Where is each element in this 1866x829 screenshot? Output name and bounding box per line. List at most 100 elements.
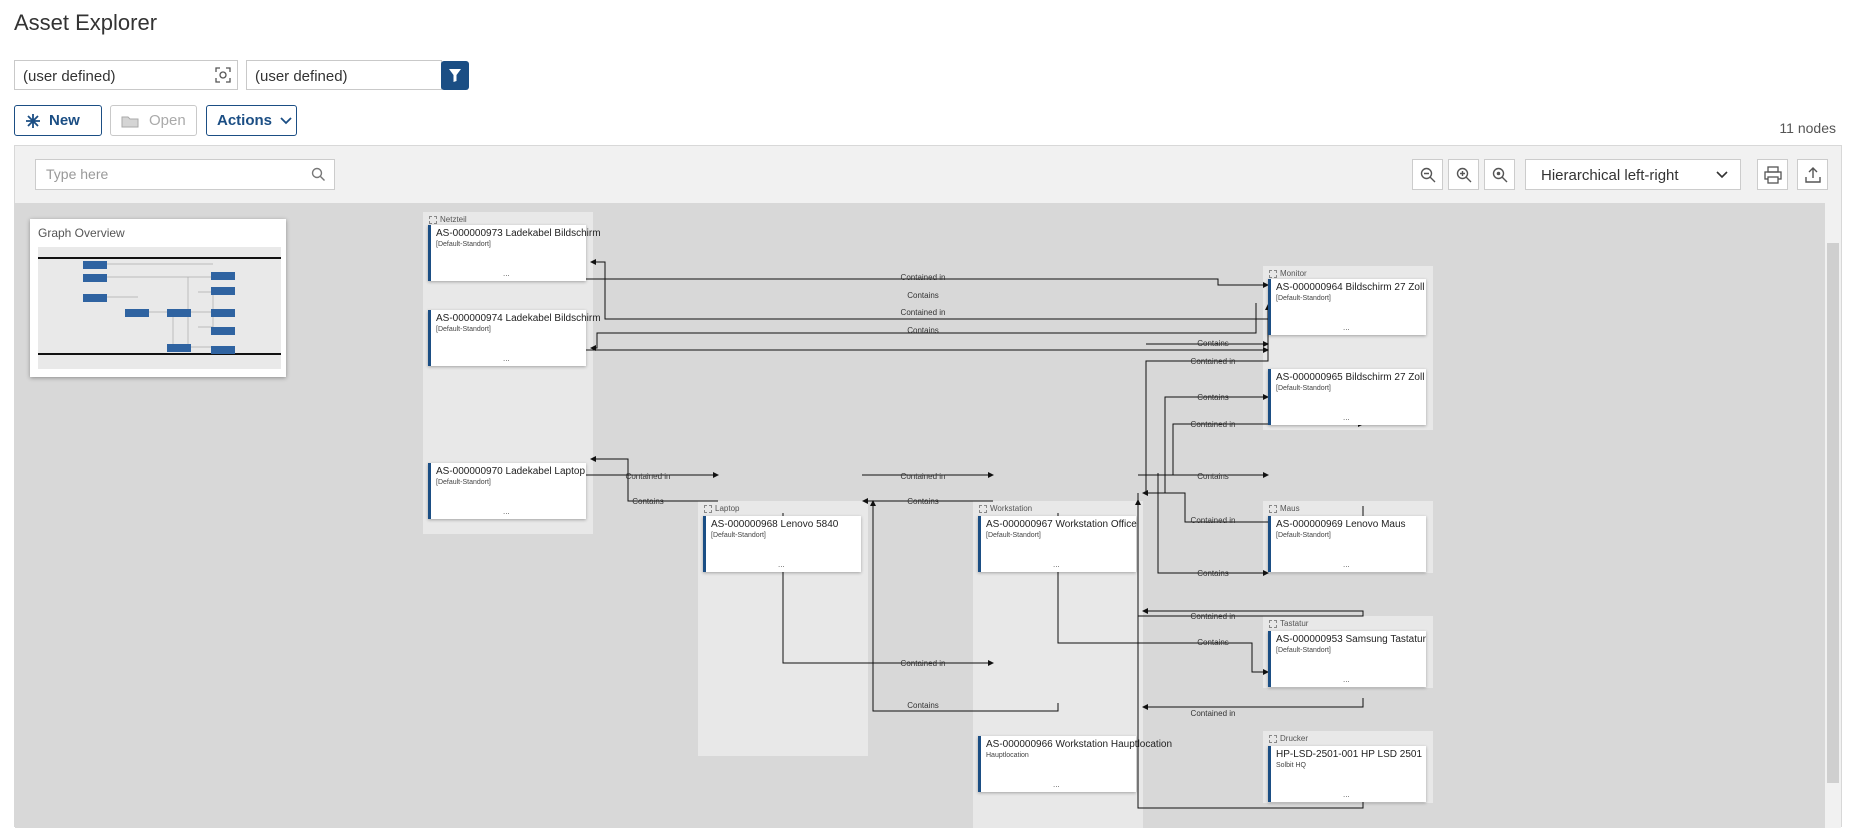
- node-title: HP-LSD-2501-001 HP LSD 2501: [1276, 749, 1423, 760]
- node-more[interactable]: ...: [503, 354, 510, 363]
- group-laptop-label: Laptop: [704, 504, 739, 513]
- node-as-000000970[interactable]: AS-000000970 Ladekabel Laptop [Default-S…: [428, 463, 586, 519]
- node-title: AS-000000974 Ladekabel Bildschirm: [436, 313, 601, 324]
- group-collapse-icon[interactable]: [1269, 734, 1277, 743]
- node-as-000000973[interactable]: AS-000000973 Ladekabel Bildschirm [Defau…: [428, 225, 601, 281]
- node-more[interactable]: ...: [503, 507, 510, 516]
- print-icon: [1763, 165, 1782, 184]
- node-more[interactable]: ...: [503, 269, 510, 278]
- node-title: AS-000000953 Samsung Tastatur: [1276, 634, 1426, 645]
- open-button[interactable]: Open: [110, 105, 197, 136]
- node-as-000000965[interactable]: AS-000000965 Bildschirm 27 Zoll [Default…: [1268, 369, 1426, 425]
- group-collapse-icon[interactable]: [1269, 619, 1277, 628]
- actions-button-label: Actions: [217, 112, 273, 129]
- zoom-out-button[interactable]: [1412, 159, 1443, 190]
- graph-overview[interactable]: Graph Overview: [30, 219, 286, 377]
- group-monitor-text: Monitor: [1280, 269, 1307, 278]
- graph-canvas[interactable]: Graph Overview: [15, 203, 1825, 828]
- edge-label: Contains: [1197, 393, 1229, 402]
- node-as-000000967[interactable]: AS-000000967 Workstation Office [Default…: [978, 516, 1137, 572]
- group-collapse-icon[interactable]: [1269, 504, 1277, 513]
- group-monitor-label: Monitor: [1269, 269, 1307, 278]
- group-maus-text: Maus: [1280, 504, 1300, 513]
- node-location: [Default-Standort]: [1276, 385, 1331, 392]
- filter-select-2-value: (user defined): [255, 68, 348, 85]
- edge-label: Contained in: [1190, 516, 1236, 525]
- edge-label: Contained in: [900, 659, 946, 668]
- zoom-out-icon: [1420, 167, 1435, 182]
- node-more[interactable]: ...: [1343, 413, 1350, 422]
- scan-icon[interactable]: [215, 67, 231, 83]
- graph-search-input[interactable]: [36, 160, 306, 188]
- node-more[interactable]: ...: [1343, 560, 1350, 569]
- node-as-000000969[interactable]: AS-000000969 Lenovo Maus [Default-Stando…: [1268, 516, 1426, 572]
- node-location: [Default-Standort]: [1276, 647, 1331, 654]
- node-more[interactable]: ...: [1343, 675, 1350, 684]
- edge-label: Contained in: [900, 308, 946, 317]
- edge-label: Contains: [907, 497, 939, 506]
- vertical-scrollbar[interactable]: [1825, 203, 1841, 828]
- zoom-fit-button[interactable]: [1484, 159, 1515, 190]
- node-more[interactable]: ...: [1343, 790, 1350, 799]
- group-workstation-text: Workstation: [990, 504, 1033, 513]
- node-as-000000953[interactable]: AS-000000953 Samsung Tastatur [Default-S…: [1268, 631, 1426, 687]
- nodes-count: 11 nodes: [1779, 120, 1836, 136]
- node-hp-lsd-2501-001[interactable]: HP-LSD-2501-001 HP LSD 2501 Solbit HQ ..…: [1268, 746, 1426, 802]
- node-location: [Default-Standort]: [1276, 295, 1331, 302]
- graph-overview-minimap[interactable]: [38, 247, 281, 369]
- node-location: [Default-Standort]: [986, 532, 1041, 539]
- edge-label: Contained in: [625, 472, 671, 481]
- node-more[interactable]: ...: [1343, 323, 1350, 332]
- edge-label: Contained in: [1190, 709, 1236, 718]
- scrollbar-thumb[interactable]: [1827, 243, 1839, 783]
- page-title: Asset Explorer: [14, 10, 158, 35]
- group-tastatur-label: Tastatur: [1269, 619, 1308, 628]
- node-as-000000974[interactable]: AS-000000974 Ladekabel Bildschirm [Defau…: [428, 310, 601, 366]
- zoom-in-icon: [1456, 167, 1471, 182]
- graph-search[interactable]: [35, 159, 335, 190]
- export-button[interactable]: [1797, 159, 1828, 190]
- group-laptop-text: Laptop: [715, 504, 740, 513]
- zoom-in-button[interactable]: [1448, 159, 1479, 190]
- node-location: [Default-Standort]: [1276, 532, 1331, 539]
- node-as-000000966[interactable]: AS-000000966 Workstation Hauptlocation H…: [978, 736, 1172, 792]
- group-collapse-icon[interactable]: [704, 504, 712, 513]
- group-netzteil-label: Netzteil: [429, 215, 467, 224]
- node-more[interactable]: ...: [778, 560, 785, 569]
- graph-panel: Hierarchical left-right Graph Overview: [14, 145, 1842, 828]
- node-title: AS-000000967 Workstation Office: [986, 519, 1137, 530]
- node-more[interactable]: ...: [1053, 780, 1060, 789]
- node-location: [Default-Standort]: [436, 326, 491, 333]
- group-collapse-icon[interactable]: [979, 504, 987, 513]
- group-drucker-label: Drucker: [1269, 734, 1308, 743]
- new-button-label: New: [49, 112, 80, 129]
- node-location: [Default-Standort]: [436, 479, 491, 486]
- node-as-000000968[interactable]: AS-000000968 Lenovo 5840 [Default-Stando…: [703, 516, 861, 572]
- print-button[interactable]: [1757, 159, 1788, 190]
- layout-select-value: Hierarchical left-right: [1541, 167, 1679, 184]
- node-title: AS-000000970 Ladekabel Laptop: [436, 466, 586, 477]
- filter-select-2[interactable]: (user defined): [246, 60, 442, 90]
- layout-select[interactable]: Hierarchical left-right: [1525, 159, 1741, 190]
- group-collapse-icon[interactable]: [429, 215, 437, 224]
- node-more[interactable]: ...: [1053, 560, 1060, 569]
- edge-label: Contains: [1197, 339, 1229, 348]
- filter-select-1[interactable]: (user defined): [14, 60, 238, 90]
- group-collapse-icon[interactable]: [1269, 269, 1277, 278]
- graph-overview-title: Graph Overview: [38, 226, 125, 240]
- node-title: AS-000000965 Bildschirm 27 Zoll: [1276, 372, 1425, 383]
- search-icon[interactable]: [311, 167, 326, 182]
- new-button[interactable]: New: [14, 105, 102, 136]
- edge-label: Contains: [907, 291, 939, 300]
- open-button-label: Open: [149, 112, 186, 129]
- actions-button[interactable]: Actions: [206, 105, 297, 136]
- edge-label: Contained in: [1190, 357, 1236, 366]
- filter-button[interactable]: [441, 61, 469, 90]
- asterisk-icon: [26, 113, 40, 128]
- edge-label: Contained in: [1190, 612, 1236, 621]
- edge-label: Contained in: [900, 472, 946, 481]
- node-title: AS-000000969 Lenovo Maus: [1276, 519, 1406, 530]
- edge-label: Contains: [632, 497, 664, 506]
- node-location: Solbit HQ: [1276, 762, 1306, 769]
- node-as-000000964[interactable]: AS-000000964 Bildschirm 27 Zoll [Default…: [1268, 279, 1426, 335]
